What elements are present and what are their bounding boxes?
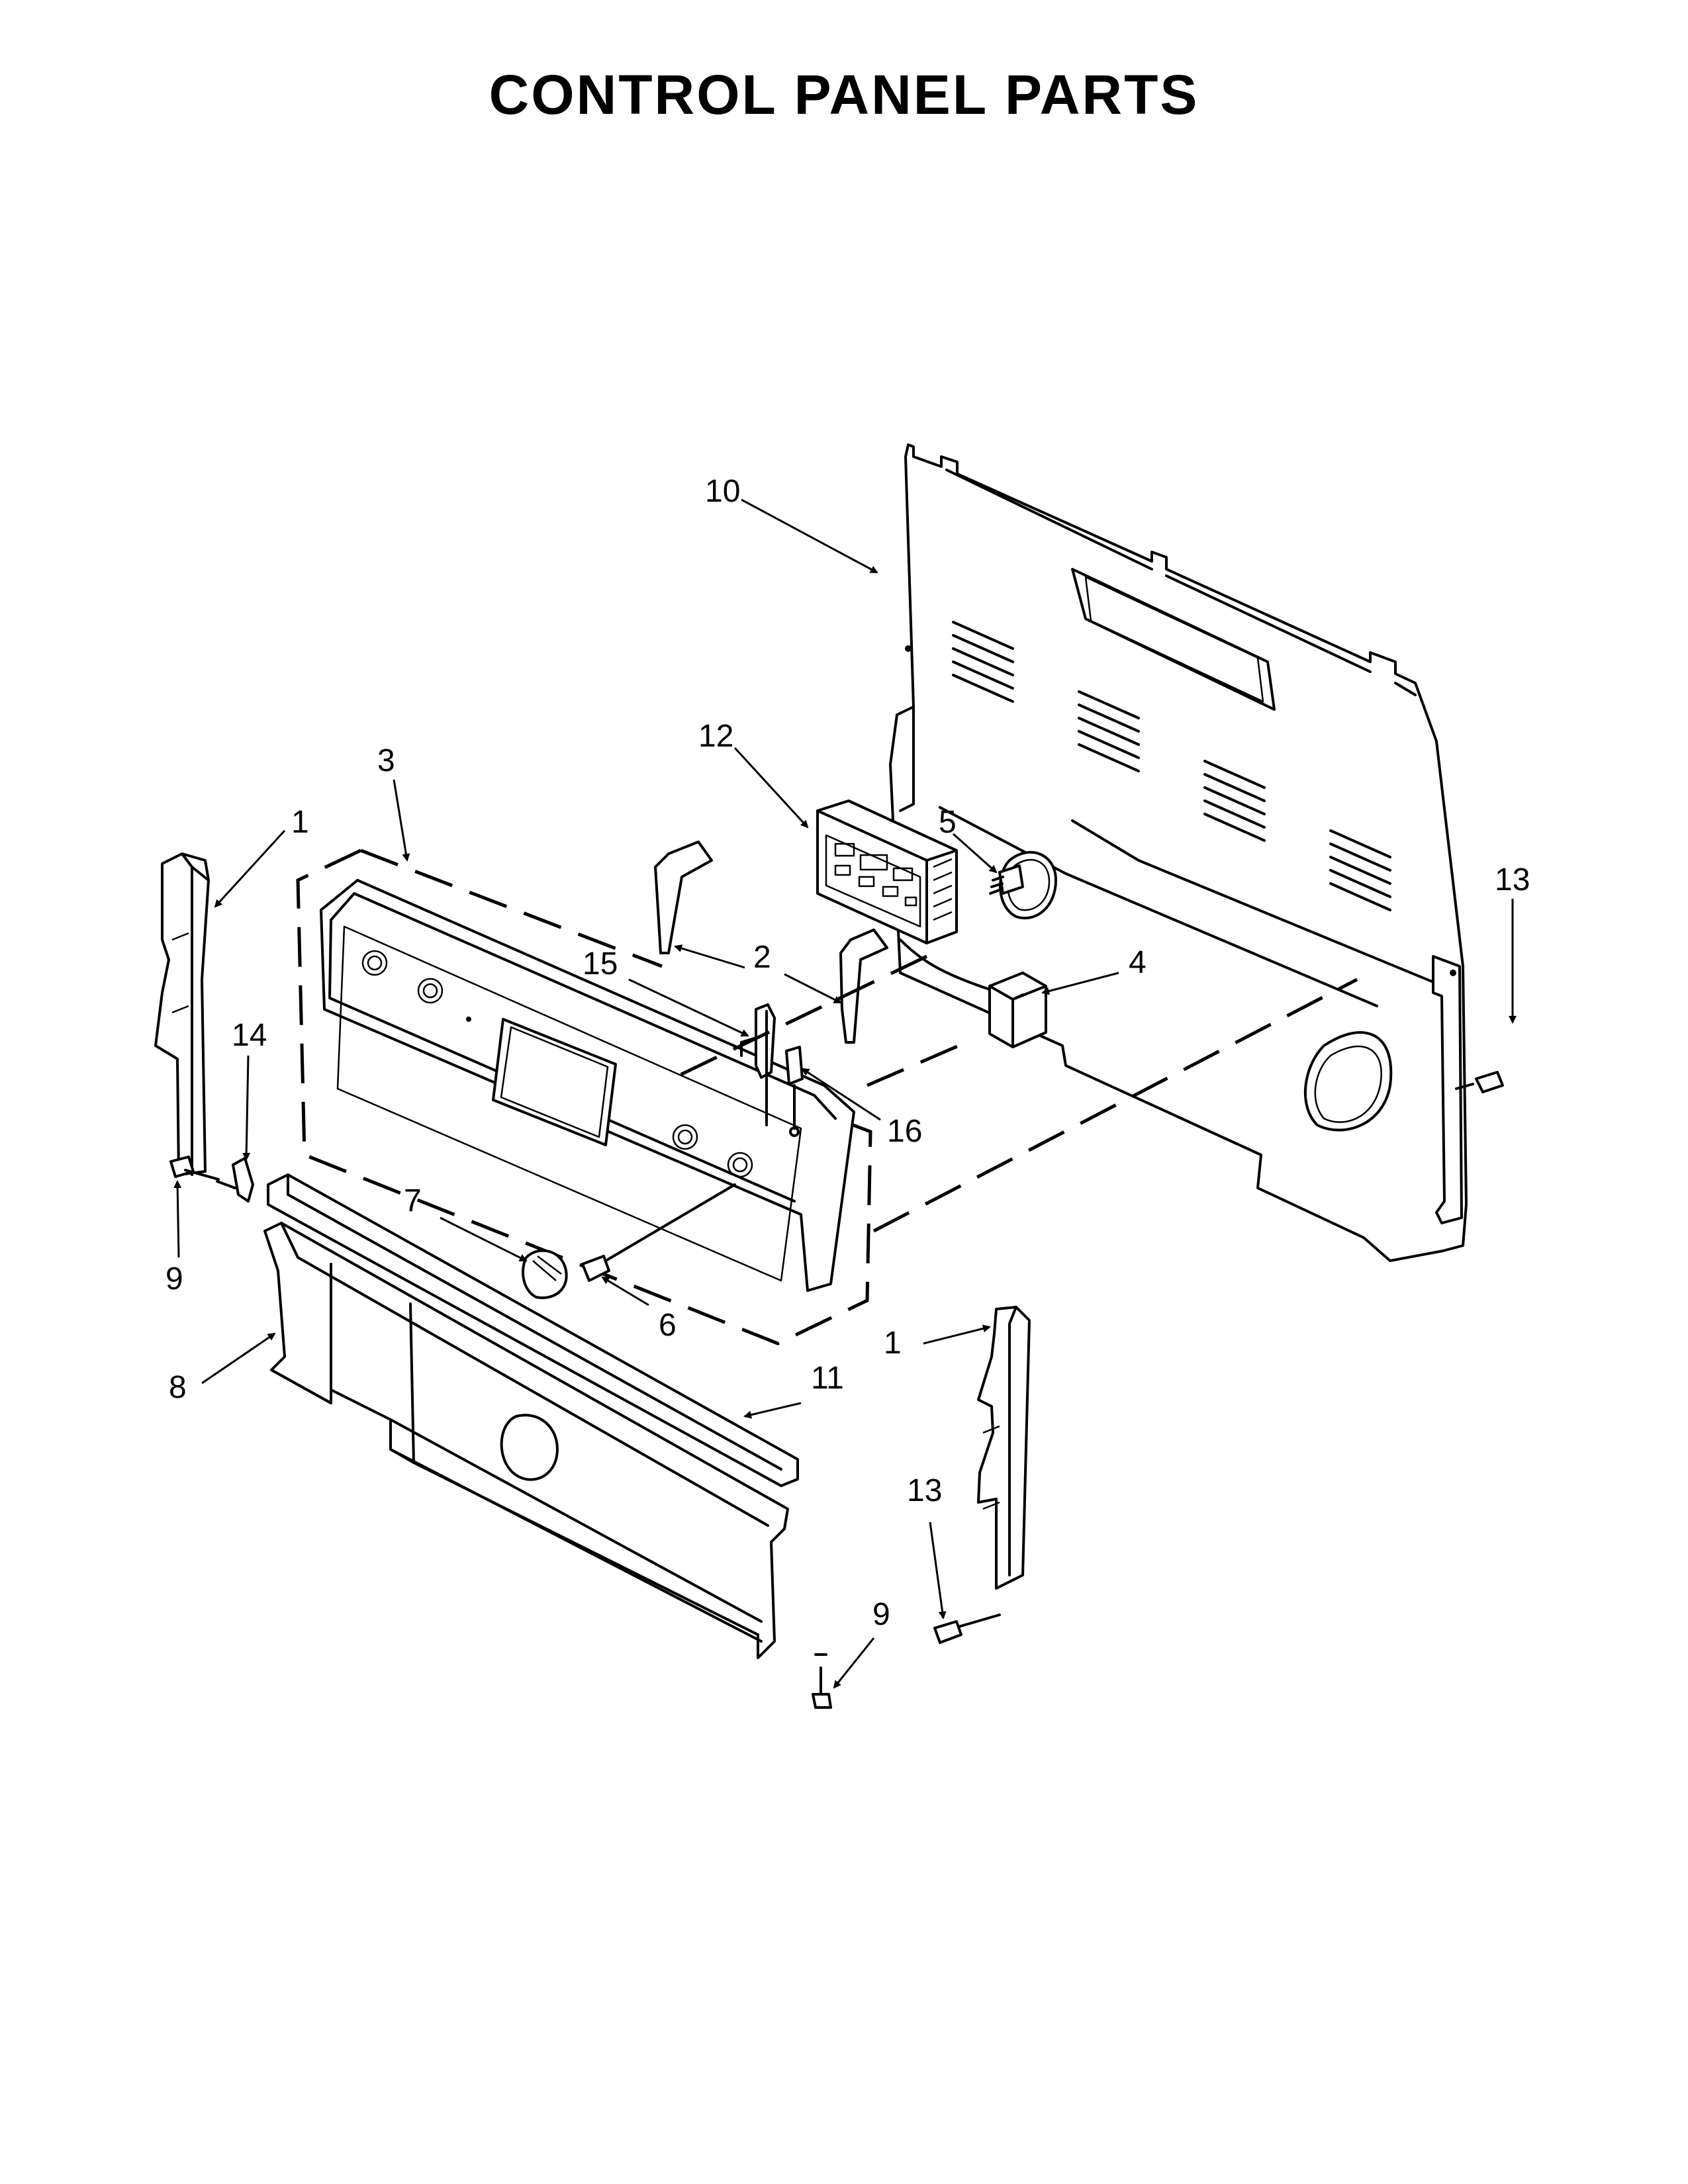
- callout-11: 11: [811, 1361, 844, 1396]
- bracket-part-2: [654, 841, 888, 1044]
- screw-part-13-right: [1455, 1071, 1504, 1093]
- lamp-part-16: [785, 1046, 804, 1137]
- callout-1-left: 1: [291, 805, 309, 840]
- callout-labels: 10 12 3 5 1 13 15 2 4 14 16 9 7 6 8 11 1…: [165, 474, 1530, 1632]
- callout-9-right: 9: [872, 1597, 890, 1632]
- callout-7: 7: [404, 1183, 422, 1218]
- manifold-panel-part-8: [263, 1222, 789, 1659]
- terminal-block-part-4: [988, 972, 1047, 1048]
- callout-12: 12: [698, 719, 733, 754]
- lower-trim-part-11: [267, 1173, 799, 1487]
- clip-part-14: [216, 1157, 254, 1203]
- knob-part-7: [522, 1249, 568, 1299]
- callout-13-lower: 13: [907, 1473, 942, 1508]
- side-bracket-right-part-1: [977, 1306, 1031, 1590]
- callout-6: 6: [659, 1308, 677, 1343]
- callout-13-right: 13: [1495, 862, 1530, 897]
- callout-2: 2: [753, 940, 771, 975]
- callout-15: 15: [583, 946, 618, 981]
- screw-part-5: [989, 850, 1057, 920]
- valve-part-6: [581, 1183, 736, 1282]
- callout-1-right: 1: [884, 1326, 902, 1361]
- callout-9-left: 9: [165, 1261, 183, 1297]
- electronic-control-board-part: [816, 799, 958, 944]
- page-title: CONTROL PANEL PARTS: [489, 64, 1199, 126]
- side-bracket-left-part-1: [154, 852, 210, 1176]
- screw-part-9-right: [812, 1653, 832, 1709]
- screw-part-9-left: [169, 1156, 220, 1181]
- callout-3: 3: [377, 743, 395, 778]
- rear-console-panel-part: [889, 443, 1468, 1262]
- control-panel-part: [296, 848, 872, 1345]
- callout-14: 14: [232, 1018, 267, 1053]
- callout-4: 4: [1129, 945, 1147, 980]
- callout-8: 8: [169, 1370, 187, 1405]
- callout-5: 5: [939, 805, 957, 840]
- screw-part-13-lower: [933, 1614, 1001, 1644]
- callout-10: 10: [705, 474, 740, 509]
- callout-16: 16: [887, 1114, 922, 1149]
